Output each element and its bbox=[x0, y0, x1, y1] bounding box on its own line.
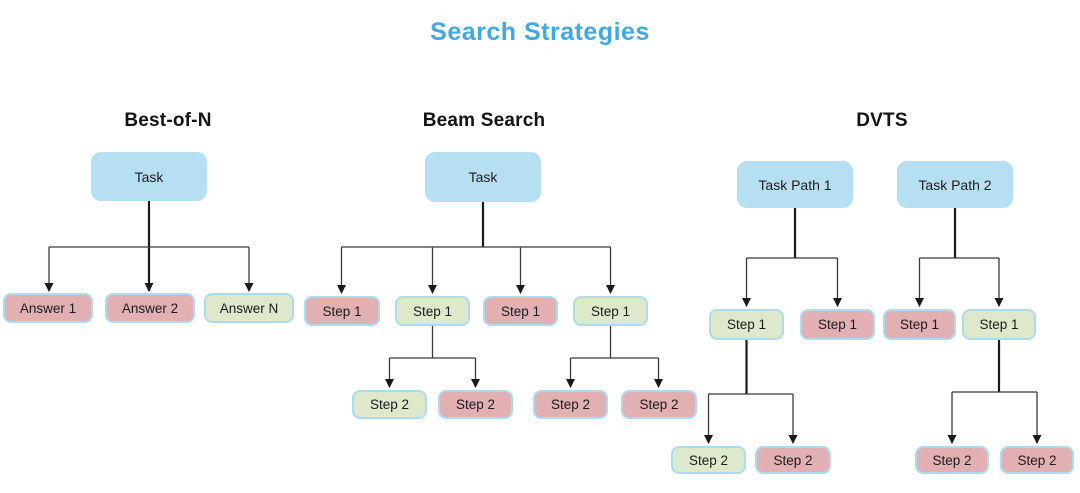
section-heading-dvts: DVTS bbox=[856, 110, 908, 131]
node-dvts-p1-step1-2: Step 1 bbox=[800, 309, 875, 340]
node-dvts-task-path-1: Task Path 1 bbox=[737, 161, 853, 208]
node-bs-step1-2: Step 1 bbox=[395, 296, 470, 326]
node-bs-step1-4: Step 1 bbox=[573, 296, 648, 326]
node-bs-step2-4: Step 2 bbox=[621, 390, 697, 419]
node-bon-task: Task bbox=[91, 152, 207, 201]
section-heading-beam-search: Beam Search bbox=[422, 110, 546, 131]
node-bs-step2-2: Step 2 bbox=[438, 390, 513, 419]
node-dvts-p2-step1-1: Step 1 bbox=[883, 309, 956, 340]
node-dvts-task-path-2: Task Path 2 bbox=[897, 161, 1013, 208]
node-bs-step1-1: Step 1 bbox=[304, 296, 380, 326]
node-dvts-p1-step2-2: Step 2 bbox=[755, 446, 831, 474]
node-dvts-p2-step2-1: Step 2 bbox=[915, 446, 989, 474]
node-bs-step1-3: Step 1 bbox=[483, 296, 558, 326]
node-dvts-p1-step2-1: Step 2 bbox=[671, 446, 746, 474]
page-title: Search Strategies bbox=[430, 18, 650, 46]
section-heading-best-of-n: Best-of-N bbox=[124, 110, 212, 131]
node-bs-step2-1: Step 2 bbox=[352, 390, 427, 419]
node-bon-answer-2: Answer 2 bbox=[105, 293, 195, 323]
node-dvts-p1-step1-1: Step 1 bbox=[709, 309, 784, 340]
node-bs-step2-3: Step 2 bbox=[533, 390, 608, 419]
node-bon-answer-n: Answer N bbox=[204, 293, 294, 323]
node-dvts-p2-step2-2: Step 2 bbox=[1000, 446, 1074, 474]
node-dvts-p2-step1-2: Step 1 bbox=[962, 309, 1036, 340]
node-bs-task: Task bbox=[425, 152, 541, 202]
node-bon-answer-1: Answer 1 bbox=[3, 293, 93, 323]
